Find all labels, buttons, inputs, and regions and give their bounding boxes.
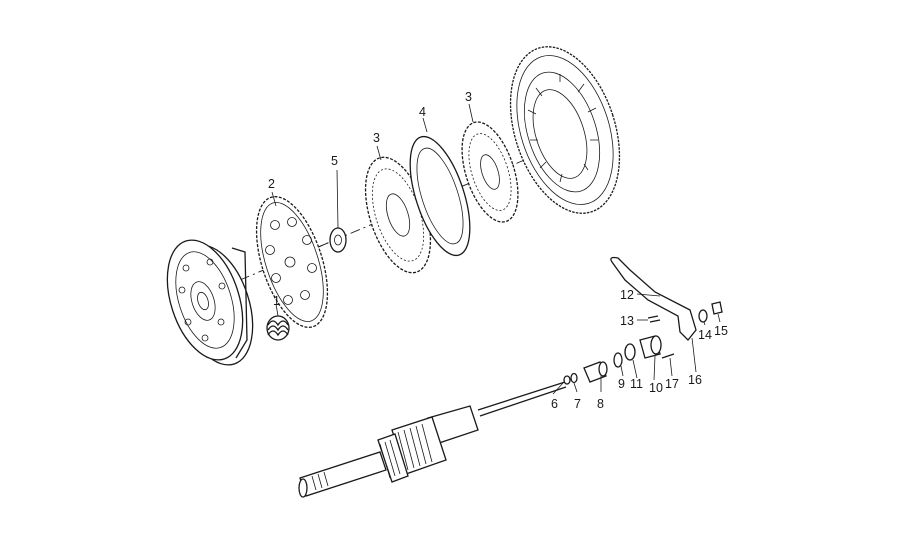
part-11-ring [624,343,636,361]
label-15: 15 [714,324,728,338]
part-7-washer [570,372,578,384]
label-5: 5 [331,154,338,168]
friction-disc-b [461,121,519,223]
label-4: 4 [419,105,426,119]
label-3b: 3 [465,90,472,104]
part-9-washer [613,352,623,368]
main-shaft [298,381,567,498]
lever-assembly [610,256,723,359]
part-13-pin [647,315,661,323]
part-12-lever [610,256,697,341]
label-11: 11 [630,377,643,391]
pressure-plate [255,196,329,328]
label-17: 17 [665,377,679,391]
part-6-seal [563,375,571,385]
part-8-end [598,361,608,377]
part-14-bushing [698,309,708,323]
label-1: 1 [273,294,280,308]
callout-labels: 1 2 3 3 4 5 6 7 8 9 10 11 12 13 14 15 16… [268,90,728,411]
label-16: 16 [688,373,702,387]
label-7: 7 [574,397,581,411]
label-2: 2 [268,177,275,191]
hub-nut [329,227,347,253]
label-8: 8 [597,397,604,411]
flywheel-ring-gear [509,46,621,214]
label-13: 13 [620,314,634,328]
small-parts [563,335,662,385]
label-10: 10 [649,381,663,395]
spring-part [266,315,290,341]
label-9: 9 [618,377,625,391]
steel-disc [409,135,471,257]
label-12: 12 [620,288,634,302]
clutch-housing [166,239,254,366]
part-15-nut [711,301,723,315]
part-17-pin [661,353,675,359]
label-3a: 3 [373,131,380,145]
label-6: 6 [551,397,558,411]
label-14: 14 [698,328,712,342]
leader-lines [271,103,721,395]
